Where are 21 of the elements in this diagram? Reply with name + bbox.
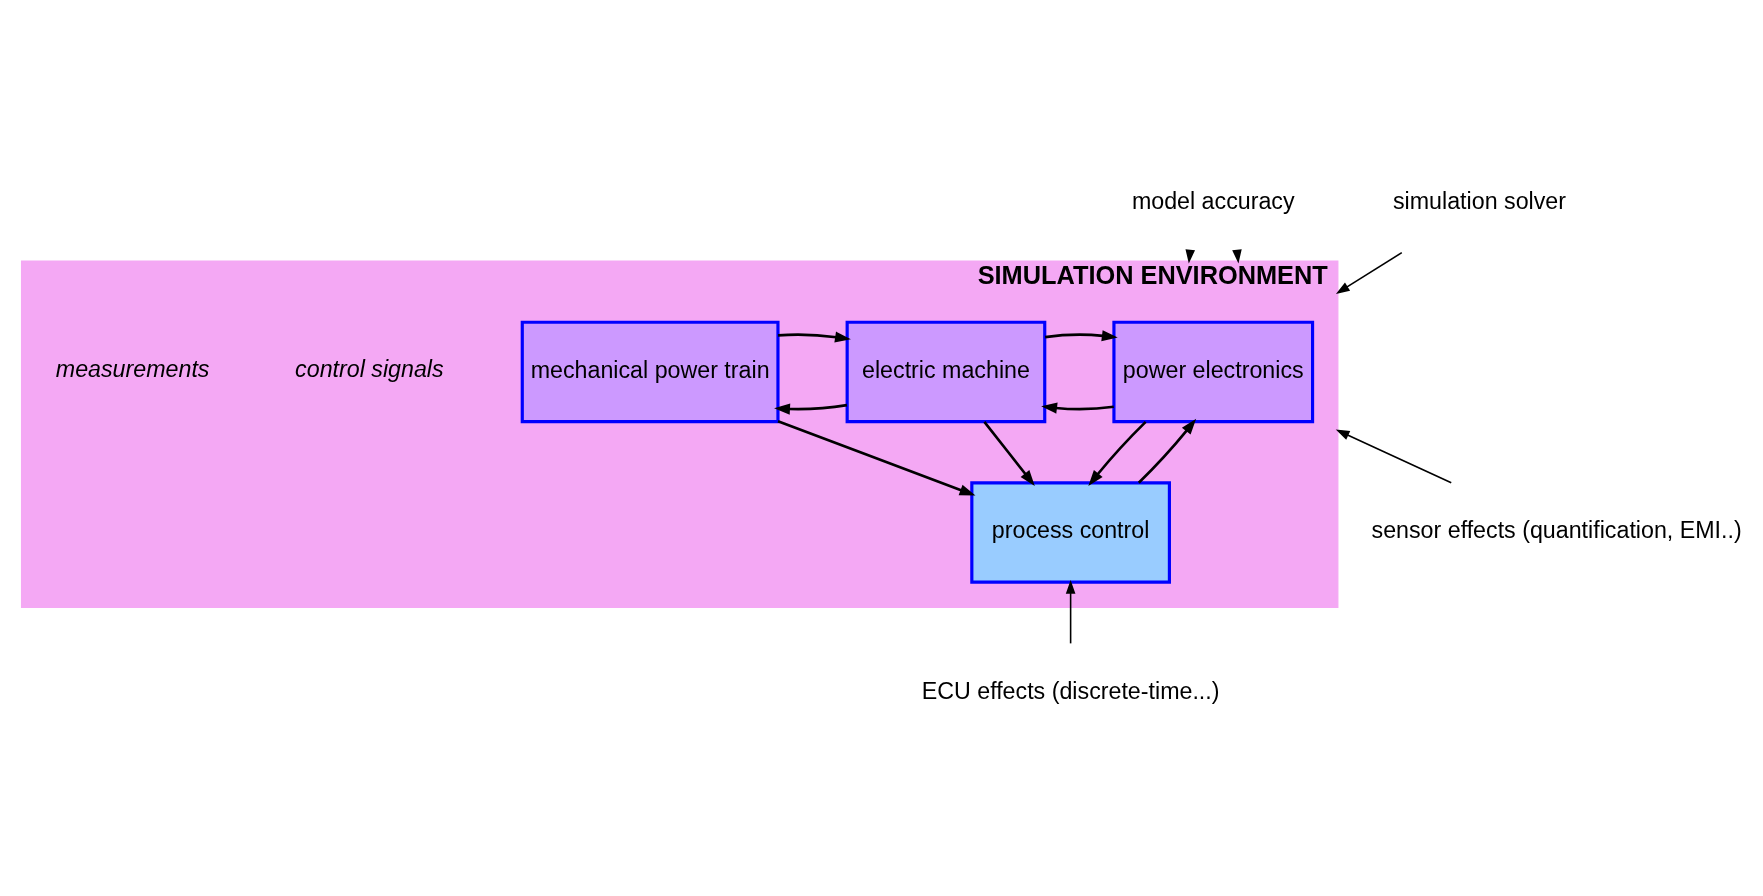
arrow (1065, 580, 1076, 645)
node-box: power electronics (1112, 320, 1315, 424)
arrow (983, 421, 1035, 486)
node-text: model accuracy (1131, 187, 1295, 214)
arrow (1137, 418, 1197, 484)
node-text: sensor effects (quantification, EMI..) (1371, 517, 1742, 544)
node-box: process control (970, 481, 1171, 584)
arrow (778, 331, 851, 343)
arrow (1041, 402, 1114, 414)
arrow (1044, 330, 1118, 342)
arrow (1335, 429, 1453, 484)
arrow (1335, 251, 1403, 294)
node-box: mechanical power train (520, 320, 780, 424)
node-text: simulation solver (1392, 187, 1567, 214)
node-text: ECU effects (discrete-time...) (921, 678, 1220, 705)
arrow (1088, 420, 1147, 486)
node-box: electric machine (845, 320, 1047, 424)
label: control signals (295, 355, 444, 382)
arrow (774, 403, 848, 415)
label: measurements (55, 355, 210, 382)
arrow (777, 419, 976, 496)
